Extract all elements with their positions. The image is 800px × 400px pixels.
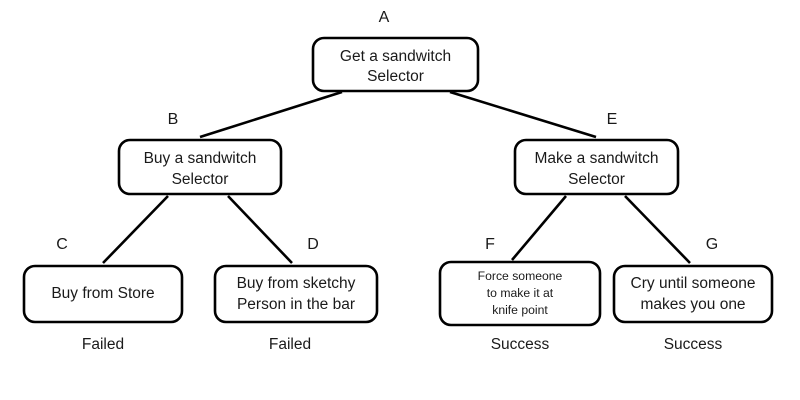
node-d-line1: Buy from sketchy bbox=[237, 275, 356, 292]
node-f[interactable]: Force someone to make it at knife point bbox=[438, 260, 602, 327]
node-b-letter: B bbox=[168, 111, 179, 128]
node-e-letter: E bbox=[607, 111, 618, 128]
node-b[interactable]: Buy a sandwitch Selector bbox=[117, 138, 283, 196]
node-a[interactable]: Get a sandwitch Selector bbox=[311, 36, 480, 93]
node-f-box[interactable] bbox=[438, 260, 602, 327]
node-f-status: Success bbox=[491, 336, 550, 353]
edge-a-to-b bbox=[199, 90, 343, 139]
node-f-line2: to make it at bbox=[487, 286, 554, 300]
node-g-status: Success bbox=[664, 336, 723, 353]
node-d-box[interactable] bbox=[213, 264, 379, 324]
node-a-line1: Get a sandwitch bbox=[340, 48, 451, 65]
node-b-line2: Selector bbox=[172, 171, 229, 188]
node-c-line1: Buy from Store bbox=[51, 285, 154, 302]
edge-e-to-g bbox=[624, 195, 691, 264]
node-g-line2: makes you one bbox=[640, 296, 745, 313]
node-e-line2: Selector bbox=[568, 171, 625, 188]
node-g-line1: Cry until someone bbox=[631, 275, 756, 292]
node-e-box[interactable] bbox=[513, 138, 680, 196]
node-g[interactable]: Cry until someone makes you one bbox=[612, 264, 774, 324]
node-b-line1: Buy a sandwitch bbox=[144, 150, 257, 167]
node-g-box[interactable] bbox=[612, 264, 774, 324]
node-c[interactable]: Buy from Store bbox=[22, 264, 184, 324]
node-d[interactable]: Buy from sketchy Person in the bar bbox=[213, 264, 379, 324]
node-c-box[interactable] bbox=[22, 264, 184, 324]
node-c-letter: C bbox=[56, 236, 68, 253]
node-f-line1: Force someone bbox=[478, 269, 563, 283]
node-f-letter: F bbox=[485, 236, 495, 253]
node-d-letter: D bbox=[307, 236, 319, 253]
edge-e-to-f bbox=[511, 195, 567, 261]
node-d-status: Failed bbox=[269, 336, 311, 353]
node-g-letter: G bbox=[706, 236, 718, 253]
node-b-box[interactable] bbox=[117, 138, 283, 196]
edge-a-to-e bbox=[449, 90, 597, 139]
node-f-line3: knife point bbox=[492, 303, 548, 317]
node-d-line2: Person in the bar bbox=[237, 296, 355, 313]
node-a-box[interactable] bbox=[311, 36, 480, 93]
edge-b-to-d bbox=[227, 195, 293, 264]
node-a-line2: Selector bbox=[367, 68, 424, 85]
node-e-line1: Make a sandwitch bbox=[534, 150, 658, 167]
node-a-letter: A bbox=[379, 9, 390, 26]
node-c-status: Failed bbox=[82, 336, 124, 353]
edge-b-to-c bbox=[102, 195, 169, 264]
node-e[interactable]: Make a sandwitch Selector bbox=[513, 138, 680, 196]
